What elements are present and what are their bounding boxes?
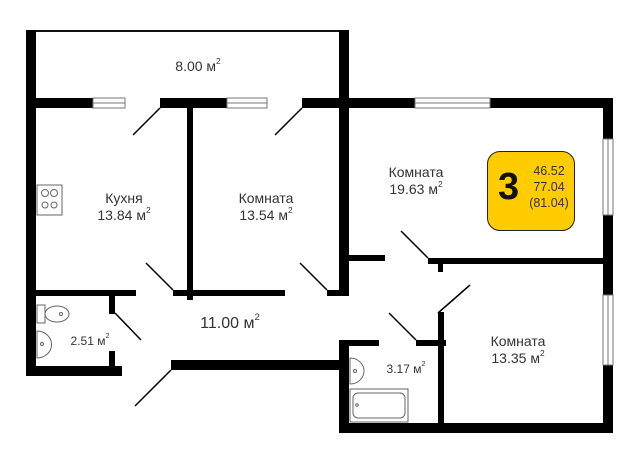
room-label-bath: 3.17 м2 [386, 359, 426, 376]
bathtub-icon [349, 388, 409, 423]
room-label-room3: Комната 13.35 м2 [490, 333, 546, 366]
room-label-wc: 2.51 м2 [70, 331, 110, 348]
total-area: 77.04 [533, 180, 565, 194]
room-label-room2: Комната 19.63 м2 [388, 164, 444, 197]
room-label-balcony: 8.00 м2 [175, 56, 221, 74]
room-label-kitchen: Кухня 13.84 м2 [97, 190, 151, 223]
room-label-hall: 11.00 м2 [200, 312, 260, 332]
living-area: 46.52 [533, 164, 565, 178]
stove-icon [36, 184, 63, 216]
sink-icon [36, 330, 365, 385]
room-label-room1: Комната 13.54 м2 [238, 190, 294, 223]
toilet-icon [36, 304, 70, 324]
apartment-summary-badge: 3 46.52 77.04 (81.04) [487, 151, 575, 231]
rooms-count: 3 [498, 166, 520, 208]
total-area-with-balcony: (81.04) [529, 196, 569, 210]
